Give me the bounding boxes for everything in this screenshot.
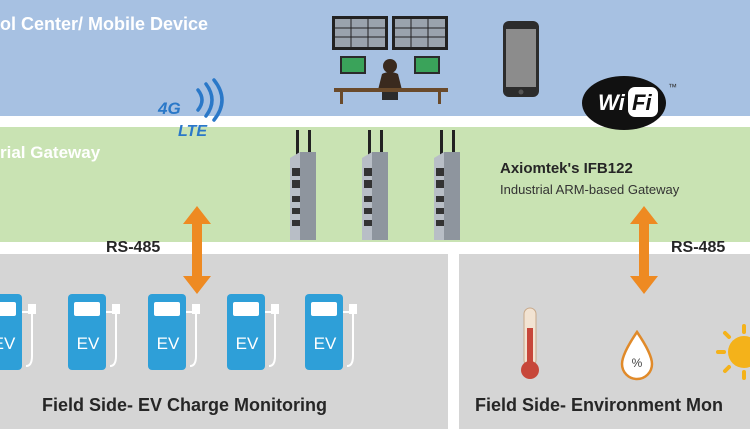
wifi-logo-text: Wi <box>598 90 625 115</box>
gateway-device-icon <box>290 130 316 240</box>
environment-panel-caption: Field Side- Environment Mon <box>475 395 724 415</box>
ev-charger-icon <box>68 294 120 370</box>
ev-charger-label: EV <box>235 334 259 353</box>
thermometer-icon <box>521 307 539 379</box>
ev-charger: EV <box>66 292 126 374</box>
ev-charger: EV <box>0 292 42 374</box>
gateway-device-icon <box>362 130 388 240</box>
ev-charger-label: EV <box>156 334 180 353</box>
ev-charger: EV <box>225 292 285 374</box>
wifi-trademark: ™ <box>668 82 677 92</box>
rs485-right-label: RS-485 <box>671 239 726 256</box>
ev-charger: EV <box>303 292 363 374</box>
humidity-symbol: % <box>631 356 643 370</box>
ev-charger-icon <box>0 294 36 370</box>
environment-field-panel <box>459 254 750 429</box>
humidity-icon: % <box>616 330 658 382</box>
wifi-logo: Wi Fi ™ <box>580 72 680 134</box>
ev-charger-label: EV <box>0 334 16 353</box>
ev-charger-icon <box>305 294 357 370</box>
droplet-icon <box>620 330 654 381</box>
lte-badge: 4G LTE <box>156 78 234 146</box>
ev-charger: EV <box>146 292 206 374</box>
ev-charger-label: EV <box>76 334 100 353</box>
ev-charger-icon <box>148 294 200 370</box>
product-description: Industrial ARM-based Gateway <box>500 182 680 197</box>
right-double-arrow-icon <box>630 206 658 294</box>
smartphone-icon <box>503 21 539 97</box>
ev-charger-label: EV <box>313 334 337 353</box>
ev-charger-icon <box>227 294 279 370</box>
operator-workstation-icon <box>332 16 448 104</box>
sun-icon <box>716 324 750 380</box>
gateway-title: rial Gateway <box>0 143 101 162</box>
lte-text: LTE <box>178 123 208 140</box>
left-double-arrow-icon <box>183 206 211 294</box>
gateway-device-icon <box>434 130 460 240</box>
gateway-devices-group <box>290 130 460 240</box>
wifi-logo-box <box>628 87 658 117</box>
rs485-left-label: RS-485 <box>106 239 161 256</box>
lte-4g-text: 4G <box>158 99 181 118</box>
signal-waves-icon <box>196 78 224 122</box>
product-name: Axiomtek's IFB122 <box>500 160 633 177</box>
control-center-title: ol Center/ Mobile Device <box>0 14 209 34</box>
ev-panel-caption: Field Side- EV Charge Monitoring <box>42 395 328 415</box>
wifi-logo-text-fi: Fi <box>632 90 652 115</box>
